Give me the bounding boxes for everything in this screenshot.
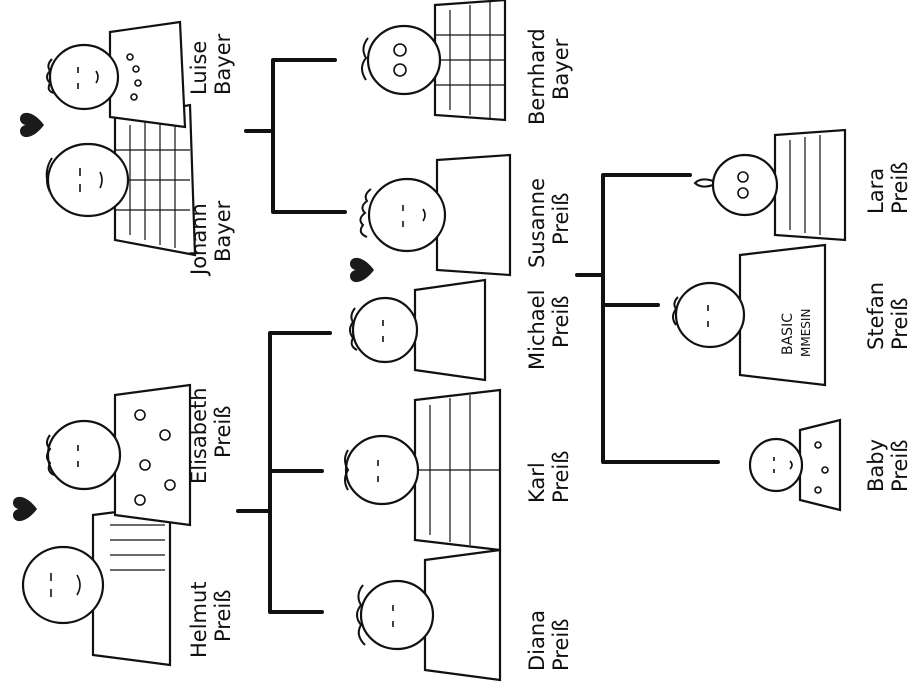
name-karl-last: Preiß [549, 451, 573, 503]
name-elisabeth-first: Elisabeth [187, 387, 211, 484]
name-johann-first: Johann [187, 203, 211, 277]
name-helmut-last: Preiß [211, 590, 235, 642]
portrait-bernhard [361, 0, 507, 122]
tree-connectors [236, 58, 720, 614]
portrait-luise [46, 20, 187, 129]
name-susanne-last: Preiß [549, 193, 573, 245]
portrait-johann [45, 103, 197, 257]
name-stefan-last: Preiß [888, 298, 912, 350]
name-diana-last: Preiß [549, 619, 573, 671]
name-lara-last: Preiß [888, 162, 912, 214]
name-lara-first: Lara [864, 168, 888, 214]
name-johann-last: Bayer [211, 200, 235, 262]
portrait-helmut [21, 503, 172, 667]
name-baby-last: Preiß [888, 440, 912, 492]
name-karl-first: Karl [525, 462, 549, 503]
name-michael-first: Michael [525, 290, 549, 370]
portrait-michael [349, 278, 487, 382]
name-michael-last: Preiß [549, 296, 573, 348]
name-susanne-first: Susanne [525, 178, 549, 268]
name-luise-last: Bayer [211, 33, 235, 95]
name-luise-first: Luise [187, 41, 211, 95]
heart-icon [13, 497, 37, 521]
portrait-diana [356, 548, 502, 682]
portrait-susanne [359, 153, 512, 277]
shirt-text-line1: BASIC [780, 313, 796, 355]
name-bernhard-first: Bernhard [525, 28, 549, 125]
michael-branch [575, 173, 720, 464]
portrait-karl [344, 388, 502, 552]
portrait-stefan [672, 243, 827, 387]
name-diana-first: Diana [525, 610, 549, 671]
heart-icon [350, 258, 374, 282]
name-stefan-first: Stefan [864, 282, 888, 350]
portrait-elisabeth [46, 383, 192, 527]
shirt-text-line2: MMESIN [799, 309, 813, 357]
helmut-branch [236, 331, 332, 614]
name-bernhard-last: Bayer [549, 38, 573, 100]
name-helmut-first: Helmut [187, 581, 211, 658]
johann-branch [244, 58, 347, 214]
portrait-baby [748, 418, 842, 512]
portrait-lara [693, 128, 847, 242]
heart-icon [20, 113, 44, 137]
name-elisabeth-last: Preiß [211, 406, 235, 458]
name-baby-first: Baby [864, 439, 888, 492]
